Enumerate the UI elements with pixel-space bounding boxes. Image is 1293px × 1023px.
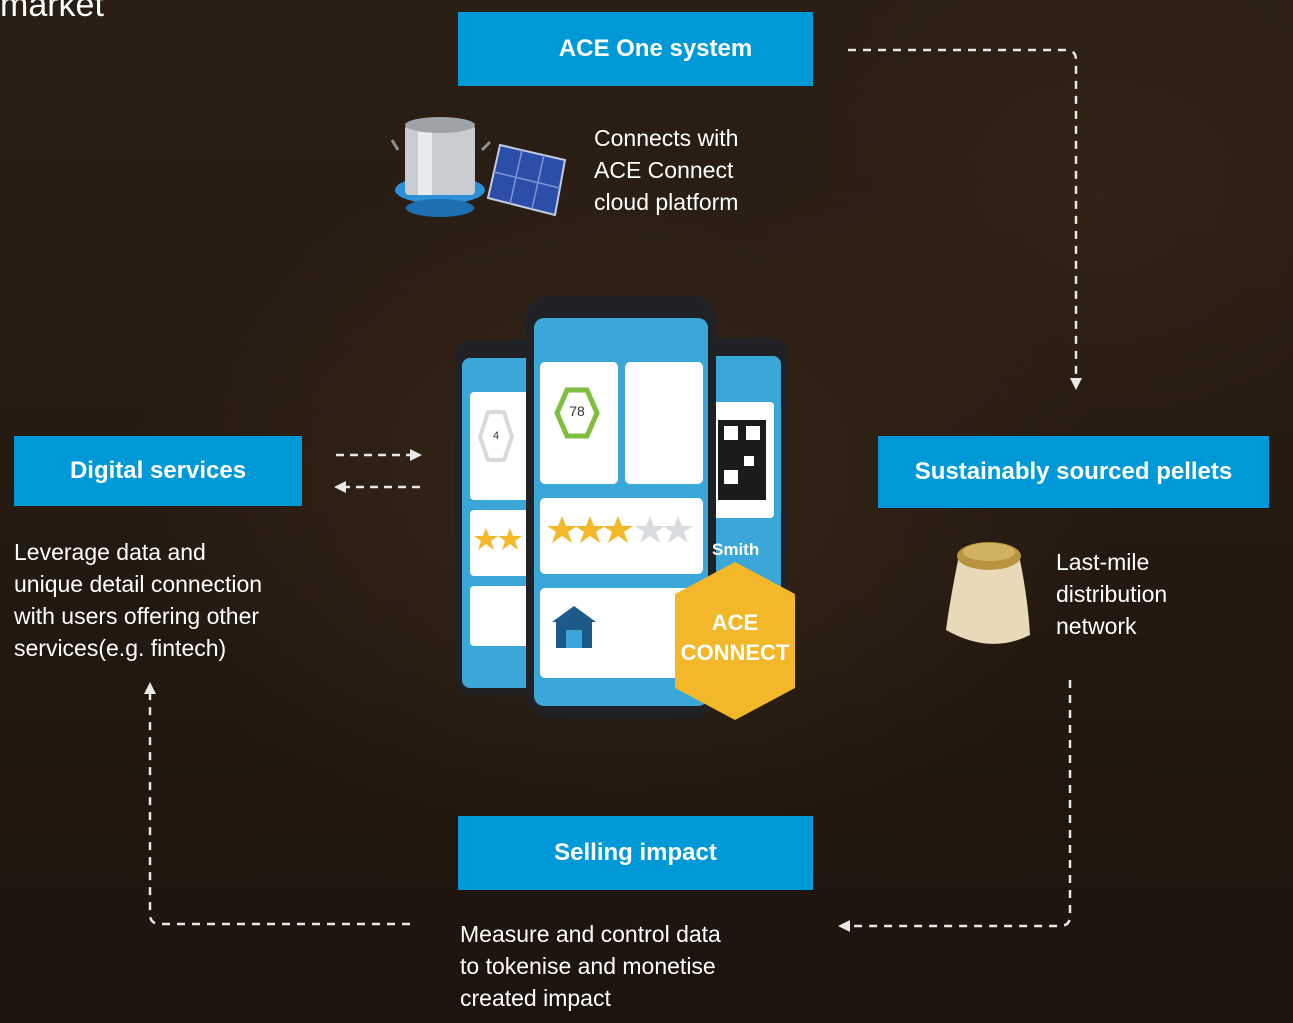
phone-name-fragment: Smith <box>712 540 760 559</box>
ace-one-system-box: ACE One system <box>458 12 813 86</box>
arrow-head-left <box>838 920 850 932</box>
arrow-head-left-small <box>334 481 346 493</box>
digital-services-description: Leverage data and unique detail connecti… <box>14 539 263 661</box>
digital-services-box: Digital services <box>14 436 302 506</box>
ace-one-system-label: ACE One system <box>558 35 753 62</box>
selling-impact-box: Selling impact <box>458 816 813 890</box>
connector-bottom-left <box>148 692 410 926</box>
arrow-head-up <box>144 682 156 694</box>
connector-top-right <box>848 48 1078 378</box>
pellet-sack-illustration <box>946 542 1030 644</box>
arrow-head-down <box>1070 378 1082 390</box>
connector-bottom-right <box>850 680 1072 928</box>
digital-services-label: Digital services <box>69 457 247 484</box>
solar-panel-illustration <box>486 143 567 217</box>
ace-one-system-description: Connects with ACE Connect cloud platform <box>594 125 739 215</box>
phones-illustration <box>455 296 795 720</box>
phone-score: 78 <box>569 403 585 419</box>
phone-small-score: 4 <box>492 430 500 442</box>
sustainably-sourced-pellets-box: Sustainably sourced pellets <box>878 436 1269 508</box>
selling-impact-description: Measure and control data to tokenise and… <box>460 921 721 1011</box>
pellets-description: Last-mile distribution network <box>1056 549 1168 639</box>
selling-impact-label: Selling impact <box>554 839 717 866</box>
page-title: market <box>0 0 104 24</box>
connector-bidirectional <box>336 453 420 489</box>
arrow-head-right <box>410 449 422 461</box>
sustainably-sourced-pellets-label: Sustainably sourced pellets <box>914 458 1233 485</box>
stove-illustration <box>390 117 492 217</box>
ace-connect-badge: ACE CONNECT <box>680 610 790 665</box>
